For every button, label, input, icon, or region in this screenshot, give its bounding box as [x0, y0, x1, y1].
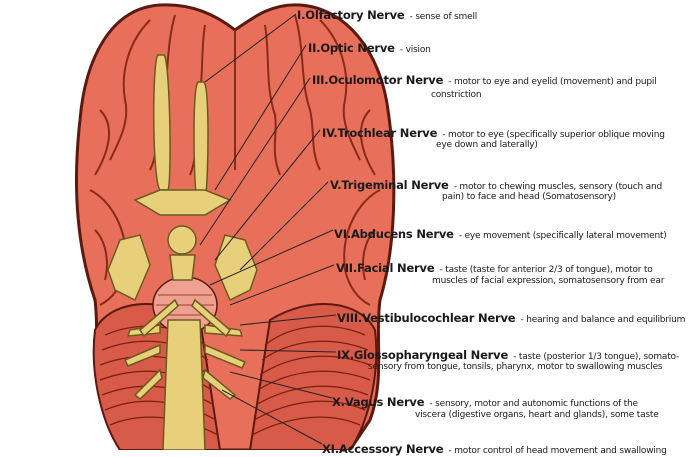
- nerve-desc-continued: eye down and laterally): [436, 140, 538, 150]
- nerve-desc-continued: sensory from tongue, tonsils, pharynx, m…: [368, 362, 663, 372]
- nerve-name: IX.Glossopharyngeal Nerve: [337, 348, 509, 362]
- pointer-lines: [199, 13, 337, 445]
- nerve-name: V.Trigeminal Nerve: [330, 178, 449, 192]
- nerve-label-glossopharyngeal: IX.Glossopharyngeal Nerve - taste (poste…: [337, 344, 679, 363]
- nerve-label-facial: VII.Facial Nerve - taste (taste for ante…: [336, 257, 653, 276]
- nerve-label-vagus: X.Vagus Nerve - sensory, motor and auton…: [332, 391, 638, 410]
- nerve-desc: - eye movement (specifically lateral mov…: [458, 231, 667, 241]
- nerve-name: VII.Facial Nerve: [336, 261, 435, 275]
- nerve-label-oculomotor: III.Oculomotor Nerve - motor to eye and …: [312, 69, 657, 88]
- nerve-desc: - vision: [399, 45, 431, 55]
- nerve-desc: - sense of smell: [409, 12, 478, 22]
- nerve-label-trigeminal: V.Trigeminal Nerve - motor to chewing mu…: [330, 174, 662, 193]
- nerve-name: VIII.Vestibulocochlear Nerve: [337, 311, 516, 325]
- nerve-name: II.Optic Nerve: [308, 41, 395, 55]
- nerve-desc: - motor to eye (specifically superior ob…: [442, 130, 665, 140]
- nerve-name: III.Oculomotor Nerve: [312, 73, 444, 87]
- nerve-desc-continued: viscera (digestive organs, heart and gla…: [415, 410, 659, 420]
- nerve-desc: - motor control of head movement and swa…: [448, 446, 667, 456]
- nerve-desc-continued: constriction: [431, 90, 482, 100]
- nerve-name: I.Olfactory Nerve: [297, 8, 405, 22]
- nerve-desc: - sensory, motor and autonomic functions…: [429, 399, 638, 409]
- nerve-desc-continued: muscles of facial expression, somatosens…: [432, 276, 665, 286]
- nerve-desc: - motor to chewing muscles, sensory (tou…: [453, 182, 662, 192]
- nerve-label-accessory: XI.Accessory Nerve - motor control of he…: [322, 438, 667, 457]
- nerve-label-abducens: VI.Abducens Nerve - eye movement (specif…: [334, 223, 667, 242]
- nerve-desc-continued: pain) to face and head (Somatosensory): [442, 192, 616, 202]
- nerve-label-trochlear: IV.Trochlear Nerve - motor to eye (speci…: [322, 122, 665, 141]
- nerve-desc: - taste (posterior 1/3 tongue), somato-: [513, 352, 680, 362]
- nerve-name: X.Vagus Nerve: [332, 395, 425, 409]
- nerve-label-olfactory: I.Olfactory Nerve - sense of smell: [297, 4, 477, 23]
- nerve-name: IV.Trochlear Nerve: [322, 126, 438, 140]
- cranial-nerves: [107, 54, 258, 450]
- nerve-name: VI.Abducens Nerve: [334, 227, 454, 241]
- nerve-name: XI.Accessory Nerve: [322, 442, 444, 456]
- nerve-desc: - hearing and balance and equilibrium: [520, 315, 686, 325]
- nerve-label-optic: II.Optic Nerve - vision: [308, 37, 431, 56]
- nerve-label-vestibulocochlear: VIII.Vestibulocochlear Nerve - hearing a…: [337, 307, 685, 326]
- nerve-desc: - taste (taste for anterior 2/3 of tongu…: [439, 265, 653, 275]
- nerve-desc: - motor to eye and eyelid (movement) and…: [448, 77, 657, 87]
